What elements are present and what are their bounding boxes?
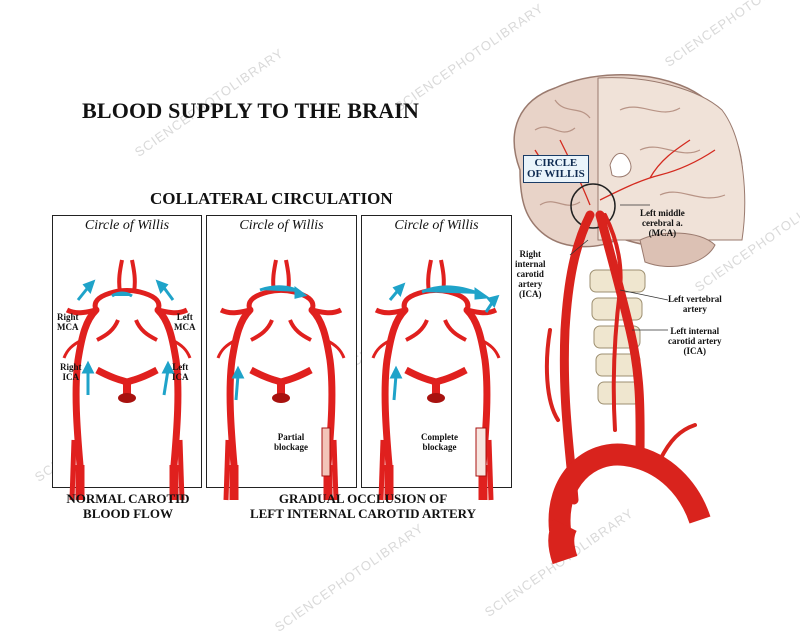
page-title: BLOOD SUPPLY TO THE BRAIN [82,98,420,123]
label-partial-blockage: Partial blockage [274,432,309,452]
panel-heading: Circle of Willis [84,218,170,233]
label-complete-blockage: Complete blockage [421,432,458,452]
label-right-ica: Right ICA [60,362,82,382]
label-left-ica: Left ICA [172,362,189,382]
panel-heading: Circle of Willis [394,218,479,233]
label-left-mca: Left MCA [174,312,196,332]
subtitle: COLLATERAL CIRCULATION [150,189,393,208]
label-left-internal-carotid: Left internal carotid artery (ICA) [668,326,722,356]
caption-occlusion: GRADUAL OCCLUSION OF LEFT INTERNAL CAROT… [249,491,477,521]
artery-diagrams [0,0,800,619]
label-left-middle-cerebral: Left middle cerebral a. (MCA) [640,208,685,238]
label-right-mca: Right MCA [57,312,79,332]
caption-normal: NORMAL CAROTID BLOOD FLOW [66,491,190,521]
label-right-internal-carotid: Right internal carotid artery (ICA) [515,249,546,299]
head-neck-anatomy [513,74,746,565]
label-left-vertebral: Left vertebral artery [668,294,722,314]
panel-heading: Circle of Willis [239,218,324,233]
label-circle-of-willis: CIRCLE OF WILLIS [523,155,589,183]
